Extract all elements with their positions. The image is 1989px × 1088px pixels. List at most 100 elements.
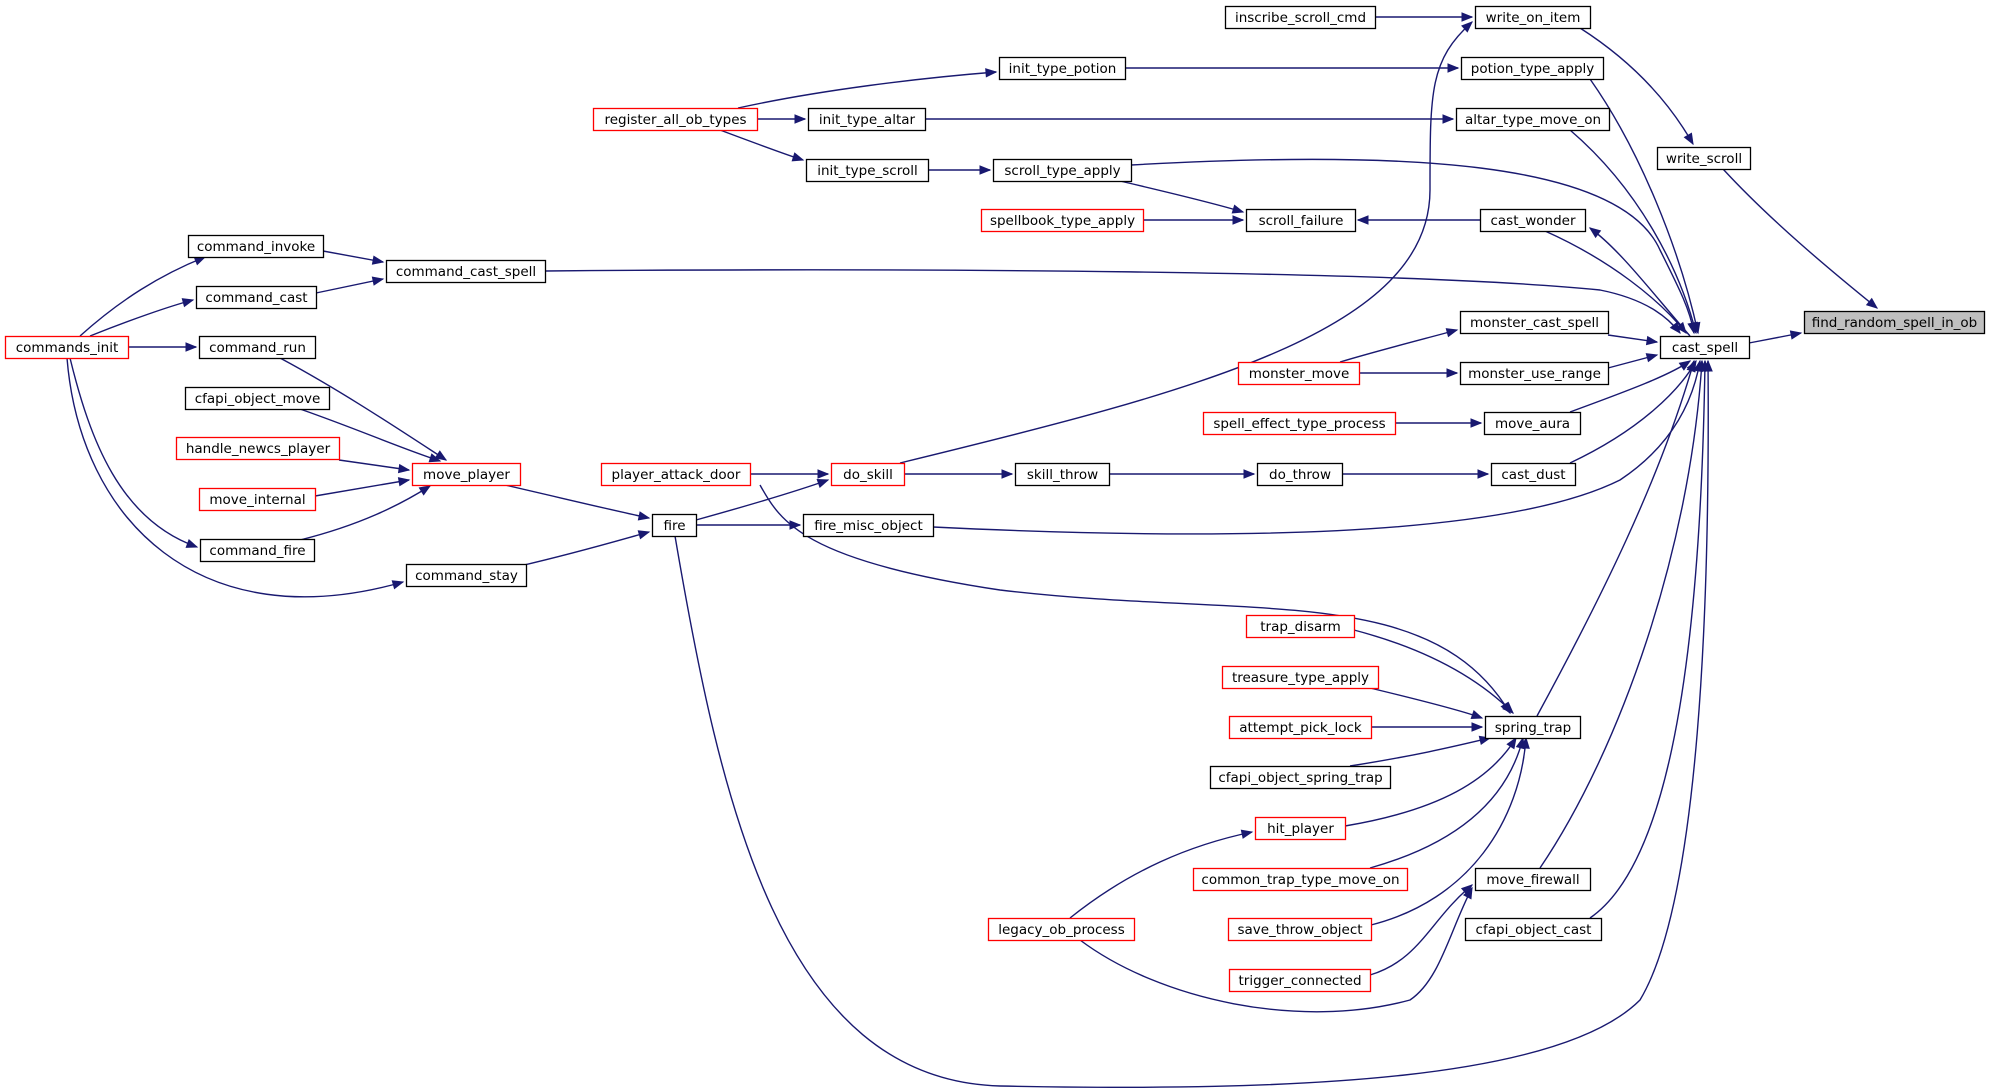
node-box[interactable] — [1202, 411, 1397, 436]
node-cfapi_object_spring_trap[interactable]: cfapi_object_spring_trap — [1209, 765, 1392, 790]
node-altar_type_move_on[interactable]: altar_type_move_on — [1455, 107, 1611, 132]
node-box[interactable] — [198, 487, 317, 512]
node-cast_spell[interactable]: cast_spell — [1659, 335, 1751, 360]
node-cfapi_object_cast[interactable]: cfapi_object_cast — [1464, 917, 1603, 942]
node-box[interactable] — [998, 56, 1127, 81]
node-box[interactable] — [1459, 361, 1610, 386]
node-box[interactable] — [175, 436, 341, 461]
node-potion_type_apply[interactable]: potion_type_apply — [1460, 56, 1605, 81]
node-box[interactable] — [1460, 56, 1605, 81]
node-box[interactable] — [651, 513, 698, 538]
node-command_cast[interactable]: command_cast — [195, 285, 318, 310]
node-box[interactable] — [1209, 765, 1392, 790]
node-box[interactable] — [1254, 816, 1347, 841]
node-box[interactable] — [1228, 715, 1373, 740]
node-box[interactable] — [592, 107, 759, 132]
node-register_all_ob_types[interactable]: register_all_ob_types — [592, 107, 759, 132]
node-box[interactable] — [600, 462, 752, 487]
node-box[interactable] — [1484, 715, 1582, 740]
node-box[interactable] — [1479, 208, 1587, 233]
node-box[interactable] — [411, 462, 522, 487]
node-move_firewall[interactable]: move_firewall — [1474, 867, 1592, 892]
node-do_skill[interactable]: do_skill — [830, 462, 906, 487]
node-skill_throw[interactable]: skill_throw — [1014, 462, 1111, 487]
node-player_attack_door[interactable]: player_attack_door — [600, 462, 752, 487]
node-box[interactable] — [802, 513, 935, 538]
node-box[interactable] — [992, 158, 1133, 183]
node-spellbook_type_apply[interactable]: spellbook_type_apply — [980, 208, 1145, 233]
node-cast_wonder[interactable]: cast_wonder — [1479, 208, 1587, 233]
node-box[interactable] — [805, 158, 930, 183]
node-command_run[interactable]: command_run — [198, 335, 317, 360]
node-fire_misc_object[interactable]: fire_misc_object — [802, 513, 935, 538]
node-init_type_potion[interactable]: init_type_potion — [998, 56, 1127, 81]
node-box[interactable] — [385, 259, 547, 284]
node-box[interactable] — [199, 538, 316, 563]
node-save_throw_object[interactable]: save_throw_object — [1227, 917, 1373, 942]
node-move_player[interactable]: move_player — [411, 462, 522, 487]
node-box[interactable] — [1474, 5, 1592, 30]
node-box[interactable] — [187, 234, 325, 259]
node-box[interactable] — [1245, 208, 1357, 233]
node-attempt_pick_lock[interactable]: attempt_pick_lock — [1228, 715, 1373, 740]
node-box[interactable] — [1228, 968, 1372, 993]
node-move_aura[interactable]: move_aura — [1483, 411, 1582, 436]
node-spring_trap[interactable]: spring_trap — [1484, 715, 1582, 740]
node-scroll_failure[interactable]: scroll_failure — [1245, 208, 1357, 233]
node-monster_move[interactable]: monster_move — [1237, 361, 1361, 386]
node-monster_cast_spell[interactable]: monster_cast_spell — [1459, 310, 1610, 335]
node-box[interactable] — [4, 335, 130, 360]
node-box[interactable] — [1245, 614, 1356, 639]
node-hit_player[interactable]: hit_player — [1254, 816, 1347, 841]
node-box[interactable] — [1474, 867, 1592, 892]
node-box[interactable] — [198, 335, 317, 360]
node-inscribe_scroll_cmd[interactable]: inscribe_scroll_cmd — [1224, 5, 1377, 30]
node-commands_init[interactable]: commands_init — [4, 335, 130, 360]
node-box[interactable] — [1256, 462, 1344, 487]
node-init_type_altar[interactable]: init_type_altar — [807, 107, 927, 132]
node-common_trap_type_move_on[interactable]: common_trap_type_move_on — [1192, 867, 1409, 892]
node-box[interactable] — [1490, 462, 1577, 487]
node-box[interactable] — [184, 386, 331, 411]
node-box[interactable] — [195, 285, 318, 310]
node-box[interactable] — [1659, 335, 1751, 360]
node-command_cast_spell[interactable]: command_cast_spell — [385, 259, 547, 284]
node-box[interactable] — [1227, 917, 1373, 942]
node-fire[interactable]: fire — [651, 513, 698, 538]
node-treasure_type_apply[interactable]: treasure_type_apply — [1221, 665, 1380, 690]
node-cfapi_object_move[interactable]: cfapi_object_move — [184, 386, 331, 411]
node-trap_disarm[interactable]: trap_disarm — [1245, 614, 1356, 639]
node-box[interactable] — [1014, 462, 1111, 487]
node-command_stay[interactable]: command_stay — [405, 563, 528, 588]
node-box[interactable] — [1192, 867, 1409, 892]
node-write_on_item[interactable]: write_on_item — [1474, 5, 1592, 30]
node-command_invoke[interactable]: command_invoke — [187, 234, 325, 259]
node-box[interactable] — [1464, 917, 1603, 942]
node-box[interactable] — [1237, 361, 1361, 386]
node-box[interactable] — [1455, 107, 1611, 132]
node-write_scroll[interactable]: write_scroll — [1656, 146, 1752, 171]
node-command_fire[interactable]: command_fire — [199, 538, 316, 563]
node-box[interactable] — [1221, 665, 1380, 690]
node-legacy_ob_process[interactable]: legacy_ob_process — [987, 917, 1136, 942]
node-trigger_connected[interactable]: trigger_connected — [1228, 968, 1372, 993]
node-box[interactable] — [1803, 310, 1986, 335]
node-spell_effect_type_process[interactable]: spell_effect_type_process — [1202, 411, 1397, 436]
node-box[interactable] — [987, 917, 1136, 942]
node-scroll_type_apply[interactable]: scroll_type_apply — [992, 158, 1133, 183]
node-box[interactable] — [405, 563, 528, 588]
node-box[interactable] — [1483, 411, 1582, 436]
node-box[interactable] — [980, 208, 1145, 233]
node-find_random_spell_in_ob[interactable]: find_random_spell_in_ob — [1803, 310, 1986, 335]
node-init_type_scroll[interactable]: init_type_scroll — [805, 158, 930, 183]
node-box[interactable] — [1224, 5, 1377, 30]
node-handle_newcs_player[interactable]: handle_newcs_player — [175, 436, 341, 461]
node-do_throw[interactable]: do_throw — [1256, 462, 1344, 487]
node-box[interactable] — [1459, 310, 1610, 335]
node-monster_use_range[interactable]: monster_use_range — [1459, 361, 1610, 386]
node-box[interactable] — [1656, 146, 1752, 171]
node-cast_dust[interactable]: cast_dust — [1490, 462, 1577, 487]
node-box[interactable] — [830, 462, 906, 487]
node-move_internal[interactable]: move_internal — [198, 487, 317, 512]
node-box[interactable] — [807, 107, 927, 132]
